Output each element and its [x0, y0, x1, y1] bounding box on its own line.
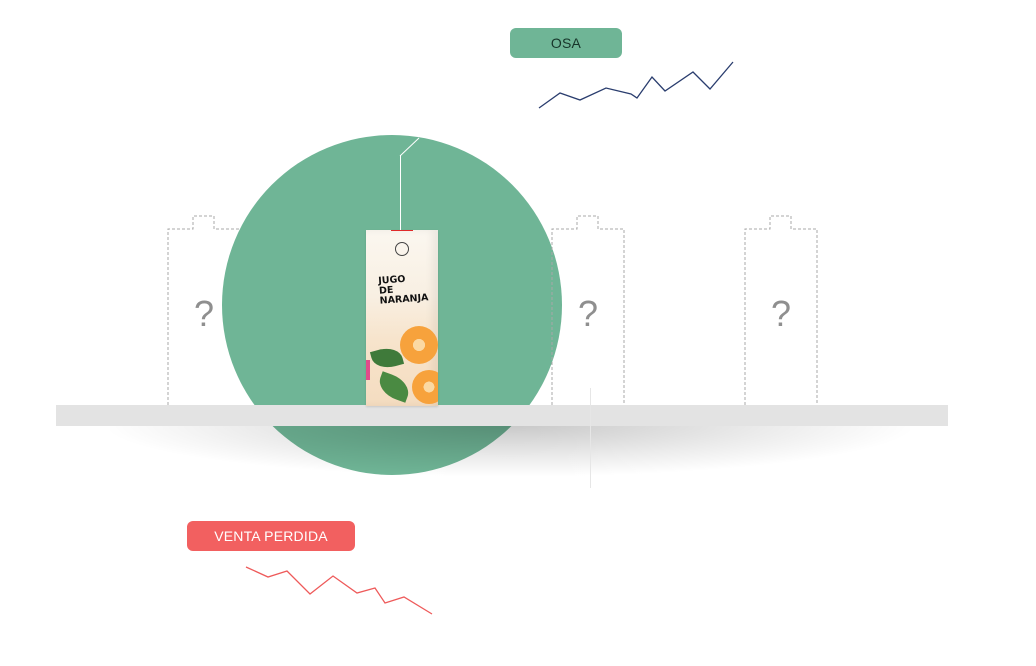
carton-label: JUGO DE NARANJA — [378, 273, 429, 307]
leaf-logo-icon — [395, 242, 409, 256]
lost-sale-badge: VENTA PERDIDA — [187, 521, 355, 551]
juice-carton: JUGO DE NARANJA — [366, 230, 438, 406]
empty-slot-question-mark: ? — [577, 293, 599, 334]
leaf-icon — [369, 344, 405, 372]
shelf-shadow — [110, 424, 910, 476]
lost-sale-trend-polyline — [245, 566, 433, 615]
empty-slot-question-mark: ? — [770, 293, 792, 334]
carton-stripe — [366, 360, 370, 380]
orange-slice-icon — [400, 326, 438, 364]
shelf-board — [56, 405, 948, 426]
osa-badge: OSA — [510, 28, 622, 58]
osa-trend-polyline — [538, 61, 734, 109]
empty-slot-question-mark: ? — [193, 293, 215, 334]
carton-cap — [391, 230, 413, 231]
connector-line-osa — [400, 155, 401, 230]
carton-label-line3: NARANJA — [379, 292, 429, 307]
connector-line-lost-sale — [590, 388, 591, 488]
orange-slice-icon — [412, 370, 438, 404]
leaf-icon — [375, 371, 413, 403]
